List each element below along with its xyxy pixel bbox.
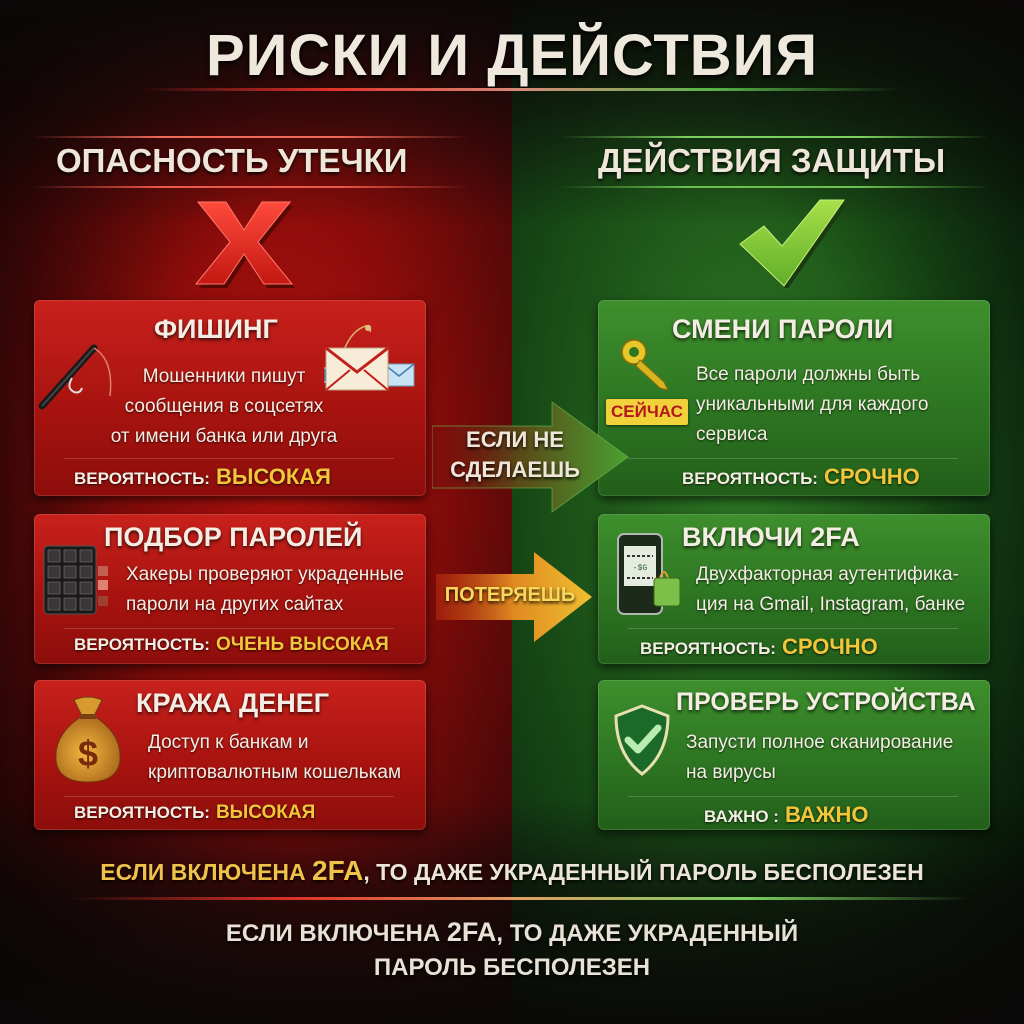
svg-text:$: $	[78, 733, 98, 774]
risk-description: Мошенники пишут	[142, 366, 306, 387]
footer-divider	[70, 897, 970, 900]
action-importance: ВАЖНО :ВАЖНО	[704, 802, 869, 827]
action-description: Двухфакторная аутентифика- ция на Gmail,…	[696, 564, 966, 615]
card-divider	[64, 628, 394, 629]
urgency-value: СРОЧНО	[823, 464, 920, 489]
danger-column-heading: ОПАСНОСТЬ УТЕЧКИ	[56, 142, 408, 179]
arrow-label-you-will-lose: ПОТЕРЯЕШЬ	[444, 584, 576, 606]
probability-value: ВЫСОКАЯ	[215, 464, 331, 489]
action-description: Запусти полное сканирование на вирусы	[686, 732, 954, 783]
importance-value: ВАЖНО	[784, 802, 869, 827]
action-card-check-devices: ПРОВЕРЬ УСТРОЙСТВА Запусти полное сканир…	[598, 680, 990, 830]
left-heading-divider-top	[30, 136, 470, 138]
footer-note-primary: ЕСЛИ ВКЛЮЧЕНА 2FA, ТО ДАЖЕ УКРАДЕННЫЙ ПА…	[100, 855, 924, 886]
right-heading-divider-bottom	[560, 186, 990, 188]
risk-probability: ВЕРОЯТНОСТЬ:ВЫСОКАЯ	[74, 464, 331, 489]
action-urgency: ВЕРОЯТНОСТЬ:СРОЧНО	[682, 464, 920, 489]
card-divider	[64, 458, 394, 459]
action-title: ВКЛЮЧИ 2FA	[682, 522, 860, 552]
risk-title: ФИШИНГ	[154, 314, 278, 344]
action-description: Все пароли должны быть уникальными для к…	[696, 364, 929, 445]
action-urgency: ВЕРОЯТНОСТЬ:СРОЧНО	[640, 634, 878, 659]
key-icon	[618, 338, 678, 399]
risk-probability: ВЕРОЯТНОСТЬ:ОЧЕНЬ ВЫСОКАЯ	[74, 634, 389, 655]
action-title: СМЕНИ ПАРОЛИ	[672, 314, 894, 344]
risk-card-password-guessing: ПОДБОР ПАРОЛЕЙ Хакеры проверяют украденн…	[34, 514, 426, 664]
footer-note-secondary: ЕСЛИ ВКЛЮЧЕНА 2FA, ТО ДАЖЕ УКРАДЕННЫЙ ПА…	[225, 917, 799, 981]
arrow-if-not-done	[431, 400, 632, 519]
risk-title: ПОДБОР ПАРОЛЕЙ	[104, 522, 363, 552]
now-badge: СЕЙЧАС	[606, 399, 688, 425]
risk-card-money-theft: КРАЖА ДЕНЕГ $ Доступ к банкам и криптова…	[34, 680, 426, 830]
arrow-label-if-not-done: ЕСЛИ НЕ СДЕЛАЕШЬ	[450, 427, 580, 482]
envelope-icon	[315, 320, 424, 405]
probability-value: ОЧЕНЬ ВЫСОКАЯ	[215, 634, 389, 655]
risk-card-phishing: ФИШИНГ Мошенники пишут сообщения в соцсе…	[34, 300, 426, 496]
card-divider	[628, 458, 958, 459]
risk-probability: ВЕРОЯТНОСТЬ:ВЫСОКАЯ	[74, 802, 316, 823]
money-bag-icon: $	[48, 694, 128, 791]
x-icon	[192, 196, 296, 293]
probability-value: ВЫСОКАЯ	[215, 802, 316, 823]
risk-title: КРАЖА ДЕНЕГ	[136, 688, 330, 718]
keypad-icon	[42, 544, 112, 621]
shield-check-icon	[612, 704, 672, 781]
action-title: ПРОВЕРЬ УСТРОЙСТВА	[676, 688, 976, 716]
page-title: РИСКИ И ДЕЙСТВИЯ	[205, 23, 819, 88]
risk-description: Хакеры проверяют украденные пароли на др…	[126, 564, 404, 615]
risk-description: Доступ к банкам и криптовалютным кошельк…	[148, 732, 402, 783]
risk-description: сообщения в соцсетях от имени банка или …	[110, 396, 338, 447]
protection-column-heading: ДЕЙСТВИЯ ЗАЩИТЫ	[598, 142, 946, 179]
action-card-change-passwords: СМЕНИ ПАРОЛИ Все пароли должны быть уник…	[598, 300, 990, 496]
checkmark-icon	[738, 196, 848, 293]
right-heading-divider-top	[560, 136, 990, 138]
phone-2fa-icon: -$G	[616, 532, 686, 621]
arrow-you-will-lose	[436, 550, 596, 649]
urgency-value: СРОЧНО	[781, 634, 878, 659]
left-heading-divider-bottom	[30, 186, 470, 188]
card-divider	[64, 796, 394, 797]
title-divider	[140, 88, 900, 91]
action-card-enable-2fa: ВКЛЮЧИ 2FA -$G Двухфакторная аутентифика…	[598, 514, 990, 664]
card-divider	[628, 628, 958, 629]
svg-text:-$G: -$G	[633, 564, 648, 573]
fishing-rod-icon	[36, 330, 116, 415]
card-divider	[628, 796, 958, 797]
